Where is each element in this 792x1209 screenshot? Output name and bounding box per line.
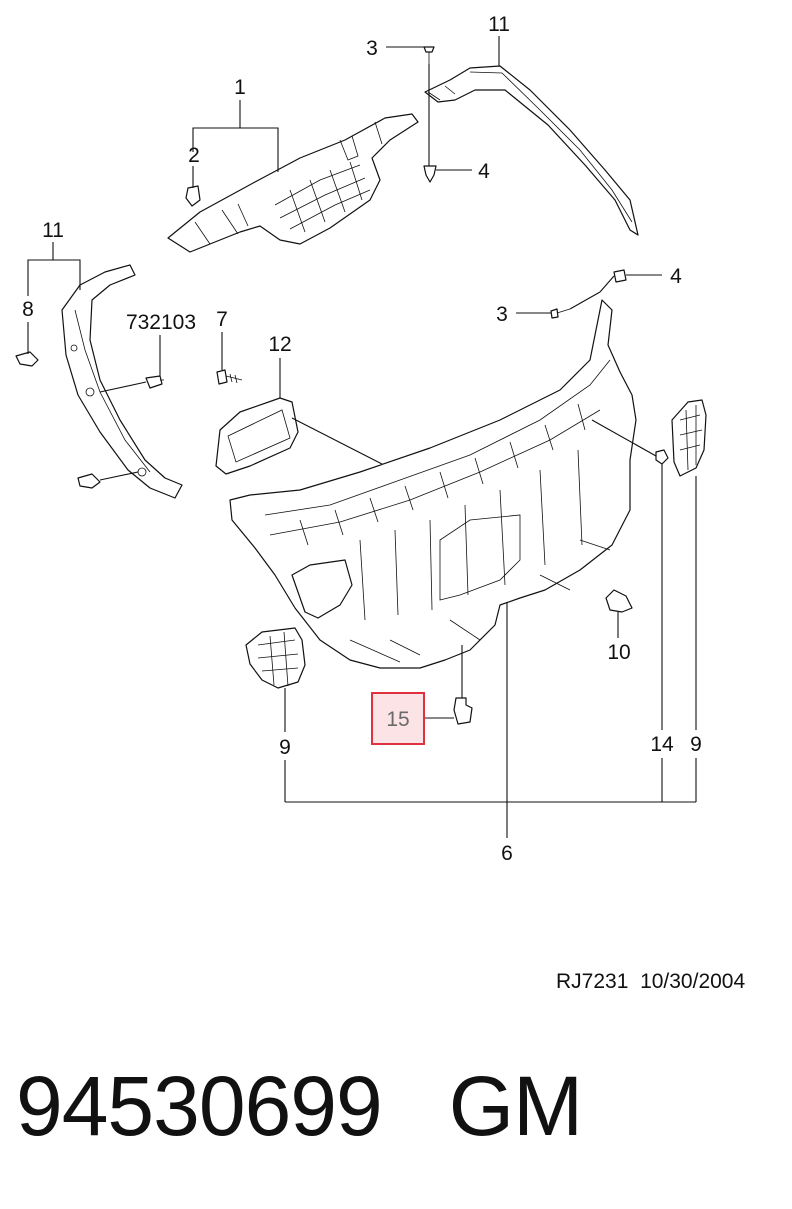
clip-14 <box>655 449 669 465</box>
callout-9-left: 9 <box>279 736 291 759</box>
reference-code: RJ7231 <box>556 970 629 993</box>
clip-4-top <box>423 165 437 183</box>
part-number-caption: 94530699 GM <box>16 1058 583 1155</box>
clip-8 <box>15 351 39 367</box>
highlight-box <box>371 692 425 745</box>
part-number: 94530699 <box>16 1059 383 1153</box>
callout-4-right: 4 <box>670 265 682 288</box>
clip-15 <box>453 697 473 725</box>
leader-lines <box>27 36 697 838</box>
callout-3-right: 3 <box>496 303 508 326</box>
clip-2 <box>185 185 201 207</box>
upper-cover-panel <box>167 113 419 253</box>
screw-3-top <box>423 46 435 64</box>
callout-11-top: 11 <box>488 13 510 36</box>
fastener-732103 <box>145 375 164 389</box>
callout-2: 2 <box>188 144 200 167</box>
callout-14: 14 <box>650 733 674 756</box>
callout-11-left: 11 <box>42 219 64 242</box>
drawing-reference: RJ7231 10/30/2004 <box>556 970 745 994</box>
access-cover <box>215 397 299 475</box>
callout-3-top: 3 <box>366 37 378 60</box>
clip-lower-left <box>77 473 101 489</box>
liftgate-trim-panel <box>229 299 637 669</box>
callout-12: 12 <box>268 333 291 356</box>
trim-strip-upper-right <box>424 65 639 236</box>
brand-name: GM <box>448 1059 583 1153</box>
callout-8: 8 <box>22 298 34 321</box>
reference-date: 10/30/2004 <box>640 970 746 993</box>
callout-1: 1 <box>234 76 246 99</box>
callout-7: 7 <box>216 308 228 331</box>
screw-7 <box>216 369 243 385</box>
callout-labels: 1 2 3 4 11 11 8 732103 7 12 3 4 10 9 15 … <box>22 13 702 865</box>
clip-4-right <box>613 269 627 283</box>
screw-3-right <box>550 308 571 319</box>
trim-strip-left <box>61 264 183 499</box>
bumper-10 <box>605 589 633 613</box>
callout-4-top: 4 <box>478 160 490 183</box>
callout-6: 6 <box>501 842 513 865</box>
vent-grille-right <box>671 399 707 477</box>
callout-732103: 732103 <box>126 311 196 334</box>
callout-9-right: 9 <box>690 733 702 756</box>
callout-10: 10 <box>607 641 630 664</box>
callout-15: 15 <box>386 708 409 731</box>
vent-grille-left <box>245 627 306 689</box>
